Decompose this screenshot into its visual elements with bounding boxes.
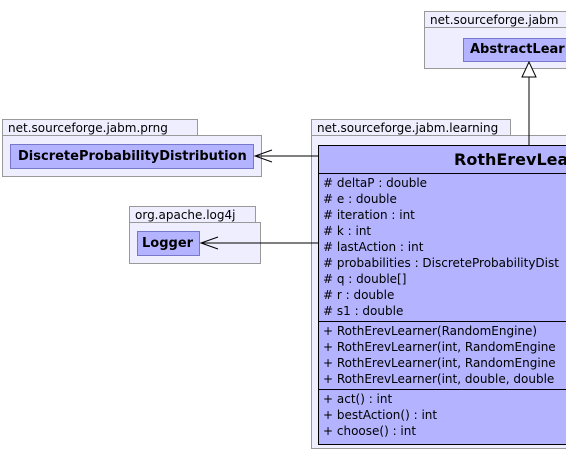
- method-row: + act() : int: [323, 392, 393, 406]
- class-name: RothErevLea: [319, 146, 566, 174]
- constructor-row: + RothErevLearner(RandomEngine): [323, 324, 538, 338]
- attribute-row: # s1 : double: [323, 304, 404, 318]
- attribute-row: # iteration : int: [323, 208, 415, 222]
- constructors-section: + RothErevLearner(RandomEngine) + RothEr…: [319, 322, 566, 390]
- association-arrowhead-logger: [199, 236, 219, 250]
- attribute-row: # q : double[]: [323, 272, 407, 286]
- constructor-row: + RothErevLearner(int, RandomEngine: [323, 356, 556, 370]
- package-tab-learning: net.sourceforge.jabm.learning: [311, 119, 511, 136]
- constructor-row: + RothErevLearner(int, RandomEngine: [323, 340, 556, 354]
- attribute-row: # probabilities : DiscreteProbabilityDis…: [323, 256, 559, 270]
- attribute-row: # e : double: [323, 192, 397, 206]
- package-tab-prng: net.sourceforge.jabm.prng: [2, 119, 198, 136]
- package-tab-jabm: net.sourceforge.jabm: [424, 11, 566, 28]
- attribute-row: # deltaP : double: [323, 176, 428, 190]
- class-roth-erev-learner: RothErevLea # deltaP : double # e : doub…: [318, 145, 566, 445]
- method-row: + bestAction() : int: [323, 408, 438, 422]
- package-tab-log4j: org.apache.log4j: [129, 206, 256, 223]
- class-logger: Logger: [137, 231, 200, 256]
- constructor-row: + RothErevLearner(int, double, double: [323, 372, 555, 386]
- attribute-row: # r : double: [323, 288, 395, 302]
- relationship-links: [199, 60, 537, 250]
- attributes-section: # deltaP : double # e : double # iterati…: [319, 174, 566, 322]
- attribute-row: # lastAction : int: [323, 240, 424, 254]
- association-arrowhead-distribution: [253, 149, 273, 163]
- inheritance-arrowhead: [521, 60, 537, 78]
- attribute-row: # k : int: [323, 224, 372, 238]
- class-discrete-probability-distribution: DiscreteProbabilityDistribution: [10, 144, 254, 169]
- class-abstract-learner: AbstractLear: [463, 38, 566, 62]
